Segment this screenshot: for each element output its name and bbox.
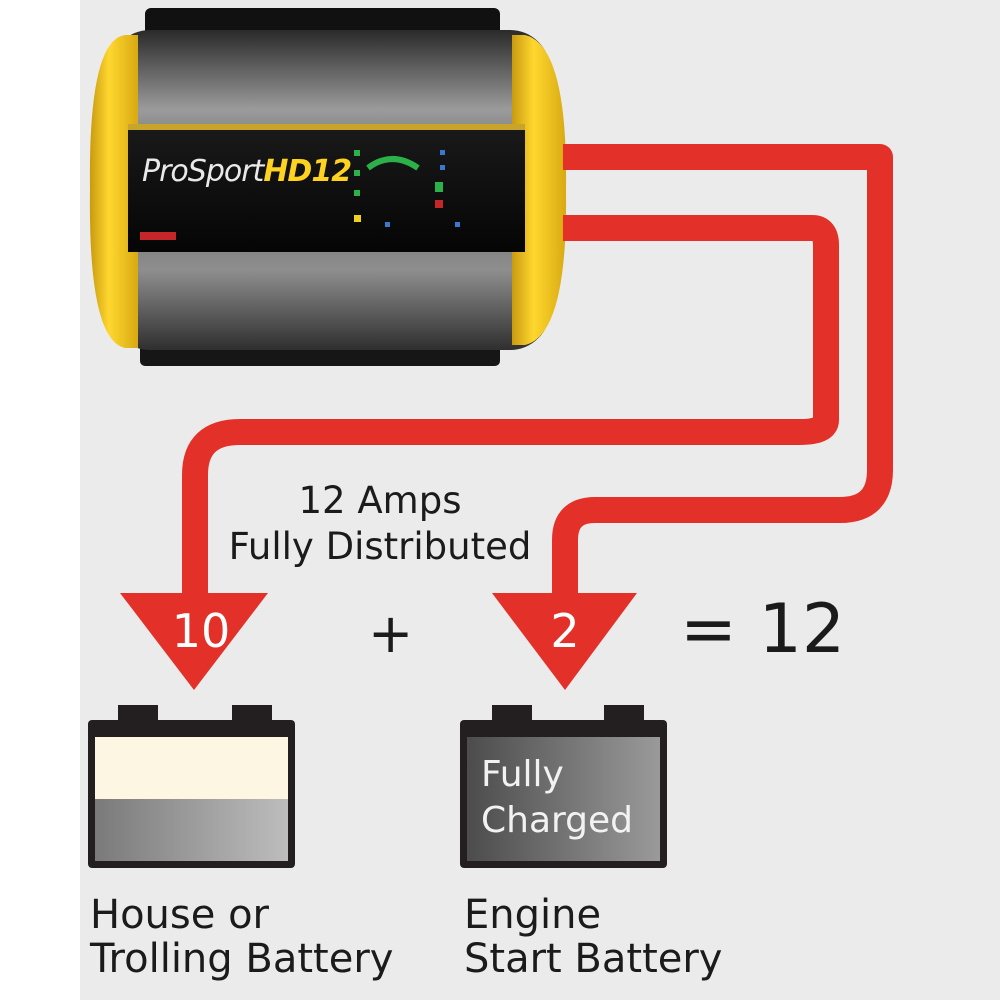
charger-gauge-arc	[366, 156, 420, 171]
distribution-caption: 12 Amps Fully Distributed	[205, 478, 555, 570]
charger-red-badge	[140, 232, 176, 240]
engine-battery	[460, 705, 667, 868]
charger-control-panel	[128, 124, 525, 252]
engine-arrow-head	[492, 593, 637, 690]
house-battery	[88, 705, 295, 868]
charger-brand-logo: ProSportHD12	[142, 154, 352, 189]
charger-left-cap	[89, 35, 138, 348]
house-battery-label-line1: House or	[90, 892, 269, 938]
plus-sign: +	[368, 602, 414, 665]
engine-battery-label-line2: Start Battery	[464, 936, 723, 982]
charging-cables	[182, 144, 894, 615]
engine-battery-charge-level	[467, 737, 660, 861]
engine-battery-status-line1: Fully	[481, 754, 564, 795]
engine-battery-terminal-left	[492, 705, 532, 720]
engine-battery-status: Fully Charged	[481, 752, 633, 844]
house-battery-label-line2: Trolling Battery	[90, 936, 394, 982]
distribution-caption-line2: Fully Distributed	[228, 525, 532, 568]
engine-battery-label-line1: Engine	[464, 892, 602, 938]
distribution-caption-line1: 12 Amps	[298, 479, 462, 522]
house-battery-charge-level	[95, 737, 288, 799]
charger-panel-trim	[128, 124, 525, 130]
charger-right-cap	[512, 35, 567, 345]
engine-battery-terminal-right	[604, 705, 644, 720]
house-arrow-head	[120, 593, 268, 690]
charger-status-leds	[354, 150, 460, 227]
cable-to-house-battery	[182, 215, 839, 610]
cable-to-engine-battery	[552, 144, 894, 615]
total-amps: = 12	[680, 590, 846, 669]
house-battery-terminal-left	[118, 705, 158, 720]
house-battery-terminal-right	[232, 705, 272, 720]
house-amps-value: 10	[171, 604, 231, 658]
engine-battery-label: Engine Start Battery	[464, 893, 722, 981]
engine-amps-value: 2	[550, 604, 580, 658]
engine-battery-status-line2: Charged	[481, 800, 634, 841]
charger-unit	[89, 8, 567, 366]
house-battery-label: House or Trolling Battery	[90, 893, 393, 981]
